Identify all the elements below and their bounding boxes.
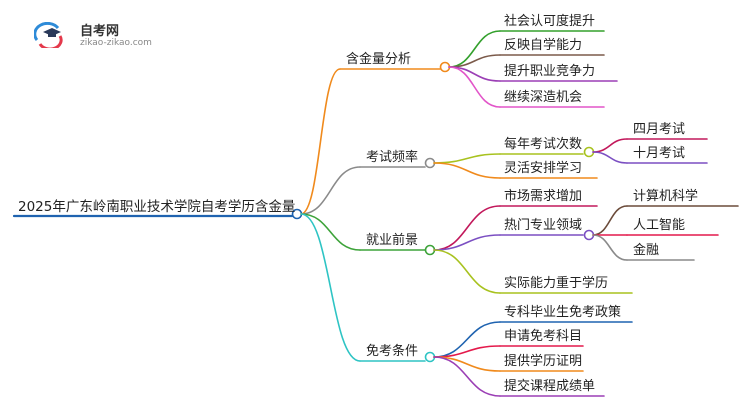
connector-branch-1-to-child-0 <box>433 153 501 164</box>
graduation-cap-icon <box>34 22 63 48</box>
branch-node-label-2: 就业前景 <box>366 233 419 248</box>
connector-branch-2-to-child-0 <box>433 205 501 251</box>
connector-branch-2-to-child-1 <box>433 234 501 251</box>
child-node-label-1-1: 灵活安排学习 <box>504 161 583 176</box>
connector-root-to-branch-2 <box>300 213 361 251</box>
connector-root-to-branch-1 <box>300 166 361 215</box>
child-node-label-1-0: 每年考试次数 <box>504 137 583 152</box>
branch-node-handle-2[interactable] <box>424 244 436 256</box>
child-node-label-2-1: 热门专业领域 <box>504 218 583 233</box>
connector-branch-2-to-child-2 <box>433 249 501 294</box>
connector-branch-1-to-child-1 <box>433 162 501 179</box>
child-node-label-2-0: 市场需求增加 <box>504 189 583 204</box>
connector-child-2-1-to-leaf-2 <box>592 234 628 261</box>
child-node-handle-2-1[interactable] <box>583 229 595 241</box>
child-node-label-3-0: 专科毕业生免考政策 <box>504 305 622 320</box>
connector-branch-3-to-child-0 <box>433 321 501 358</box>
connector-child-2-1-to-leaf-0 <box>592 205 628 236</box>
root-node-label: 2025年广东岭南职业技术学院自考学历含金量 <box>18 199 296 215</box>
leaf-node-label-1-0-1: 十月考试 <box>633 146 686 161</box>
leaf-node-label-2-1-2: 金融 <box>633 243 660 258</box>
leaf-node-label-1-0-0: 四月考试 <box>633 122 686 137</box>
leaf-node-label-2-1-0: 计算机科学 <box>633 189 699 204</box>
branch-node-handle-0[interactable] <box>439 61 451 73</box>
connector-root-to-branch-3 <box>300 213 361 362</box>
child-node-label-0-3: 继续深造机会 <box>504 90 583 105</box>
child-node-label-0-2: 提升职业竞争力 <box>504 64 596 79</box>
connector-branch-0-to-child-3 <box>448 66 501 108</box>
branch-node-label-3: 免考条件 <box>366 344 419 359</box>
child-node-label-0-0: 社会认可度提升 <box>504 14 596 29</box>
connector-child-1-0-to-leaf-1 <box>592 151 628 164</box>
branch-node-handle-1[interactable] <box>424 157 436 169</box>
child-node-label-3-1: 申请免考科目 <box>504 329 583 344</box>
child-node-label-0-1: 反映自学能力 <box>504 38 583 53</box>
connector-child-1-0-to-leaf-0 <box>592 138 628 153</box>
child-node-label-3-3: 提交课程成绩单 <box>504 379 596 394</box>
leaf-node-label-2-1-1: 人工智能 <box>633 218 686 233</box>
connector-branch-3-to-child-3 <box>433 356 501 397</box>
child-node-label-3-2: 提供学历证明 <box>504 354 583 369</box>
branch-node-label-1: 考试频率 <box>366 150 419 165</box>
branch-node-label-0: 含金量分析 <box>346 52 412 67</box>
connector-root-to-branch-0 <box>300 68 341 215</box>
site-logo[interactable]: 自考网 zikao-zikao.com <box>34 18 204 52</box>
logo-url: zikao-zikao.com <box>80 38 152 48</box>
logo-title: 自考网 <box>80 24 120 39</box>
child-node-handle-1-0[interactable] <box>583 146 595 158</box>
child-node-label-2-2: 实际能力重于学历 <box>504 276 609 291</box>
branch-node-handle-3[interactable] <box>424 351 436 363</box>
